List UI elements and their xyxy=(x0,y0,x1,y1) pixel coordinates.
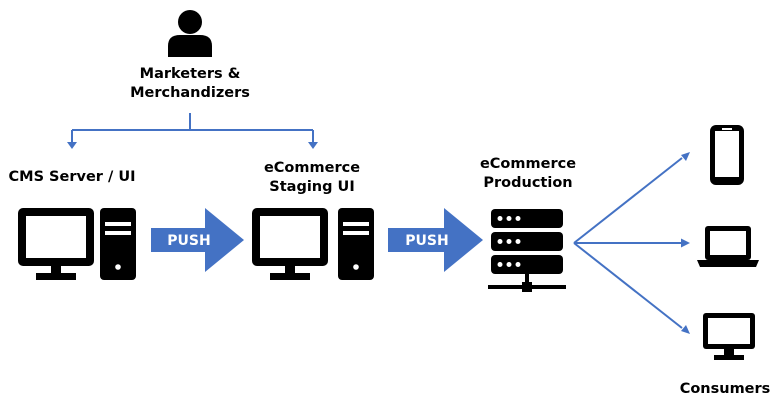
person-icon xyxy=(168,10,212,57)
production-label: eCommerce Production xyxy=(466,155,590,193)
arrowhead-to-staging xyxy=(308,142,318,149)
cms-server-label: CMS Server / UI xyxy=(8,169,136,185)
production-label-line1: eCommerce xyxy=(479,156,577,172)
staging-label-line2: Staging UI xyxy=(269,179,355,195)
monitor-icon xyxy=(703,313,755,360)
push-arrow-2-label: PUSH xyxy=(405,233,448,249)
desktop-computer-icon xyxy=(252,208,374,280)
production-label-line2: Production xyxy=(483,175,573,191)
staging-label-line1: eCommerce xyxy=(263,160,361,176)
arrowhead-to-cms xyxy=(67,142,77,149)
marketers-connector xyxy=(71,113,314,143)
push-arrow-2: PUSH xyxy=(388,208,483,272)
laptop-icon xyxy=(697,226,759,267)
server-rack-icon xyxy=(488,209,566,292)
smartphone-icon xyxy=(710,125,744,185)
push-arrow-1-label: PUSH xyxy=(167,233,210,249)
push-arrow-1: PUSH xyxy=(151,208,244,272)
staging-label: eCommerce Staging UI xyxy=(250,159,374,197)
consumer-fanout xyxy=(573,157,683,329)
desktop-computer-icon xyxy=(18,208,136,280)
marketers-label-line1: Marketers & xyxy=(139,66,241,82)
marketers-label-line2: Merchandizers xyxy=(130,85,250,101)
arrowhead-to-laptop xyxy=(681,238,690,248)
consumers-label: Consumers xyxy=(679,381,771,397)
arrowhead-to-monitor xyxy=(681,325,690,334)
arrowhead-to-phone xyxy=(681,152,690,161)
marketers-label: Marketers & Merchandizers xyxy=(122,65,258,103)
